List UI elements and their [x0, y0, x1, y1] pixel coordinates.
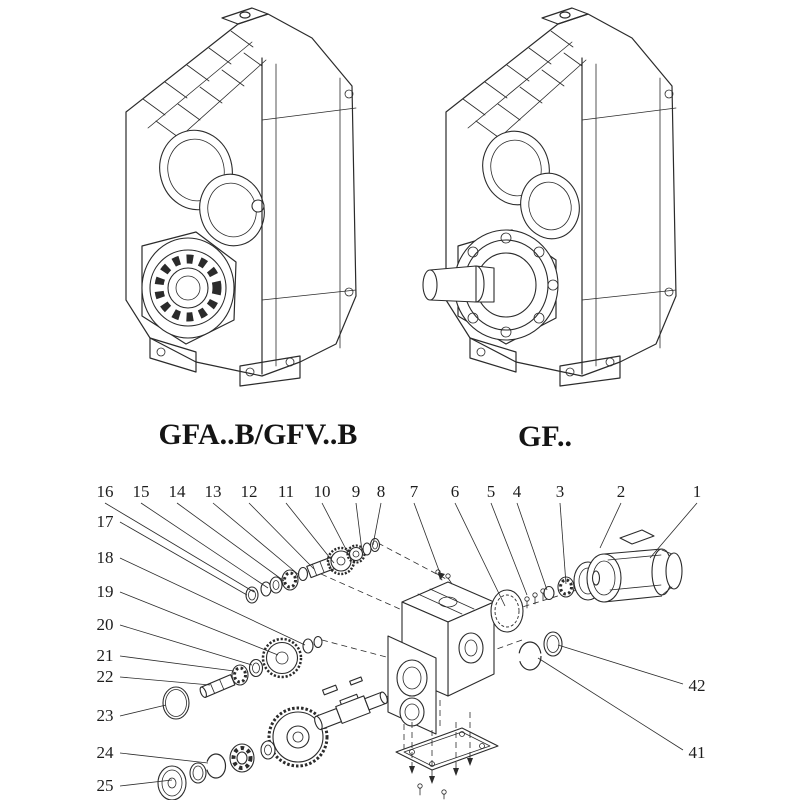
- leader-lines: [104, 502, 698, 787]
- callout-number: 14: [169, 482, 187, 501]
- fan-cover-icon: [665, 552, 683, 590]
- callout-number: 9: [352, 482, 361, 501]
- exploded-view: 16 15 14 13 12 11 10 9 8 7 6 5 4 3 2 1 1…: [97, 482, 706, 800]
- bolt-icon: [417, 783, 423, 789]
- callout-number: 19: [97, 582, 114, 601]
- part-input-shaft-cluster: [245, 537, 381, 604]
- gasket-icon: [490, 589, 524, 633]
- callout-numbers-top: 16 15 14 13 12 11 10 9 8 7 6 5 4 3 2 1: [97, 482, 702, 501]
- callout-number: 13: [205, 482, 222, 501]
- part-motor-cluster: [435, 529, 683, 671]
- bolt-icon: [445, 573, 451, 579]
- part-output-gear: [267, 706, 329, 768]
- callout-number: 41: [689, 743, 706, 762]
- callout-number: 6: [451, 482, 460, 501]
- callout-number: 20: [97, 615, 114, 634]
- part-output-bearing: [229, 743, 255, 773]
- callout-number: 2: [617, 482, 626, 501]
- callout-number: 25: [97, 776, 114, 795]
- callout-number: 8: [377, 482, 386, 501]
- part-output-cluster: [157, 676, 388, 800]
- callout-number: 22: [97, 667, 114, 686]
- right-drawing-bores: [482, 130, 580, 240]
- key-icon: [349, 676, 363, 686]
- part-motor: [586, 529, 683, 603]
- callout-number: 24: [97, 743, 115, 762]
- part-intermediate-gear: [261, 637, 303, 679]
- callout-number: 1: [693, 482, 702, 501]
- callout-number: 4: [513, 482, 522, 501]
- callout-number: 5: [487, 482, 496, 501]
- left-drawing-bores: [159, 129, 265, 247]
- callout-number: 16: [97, 482, 114, 501]
- part-output-shaft: [314, 691, 388, 731]
- callout-numbers-right: 42 41: [689, 676, 706, 762]
- right-drawing-output-shaft: [422, 265, 495, 303]
- gearbox-drawing-gf: [422, 7, 677, 387]
- motor-shaft-icon: [591, 570, 601, 586]
- gearbox-drawing-gfab: [125, 7, 357, 387]
- snap-ring-icon: [205, 753, 227, 779]
- callout-number: 3: [556, 482, 565, 501]
- callout-number: 10: [314, 482, 331, 501]
- callout-number: 15: [133, 482, 150, 501]
- key-icon: [322, 684, 338, 696]
- callout-number: 18: [97, 548, 114, 567]
- part-intermediate-cluster: [162, 635, 323, 720]
- model-label-right: GF..: [518, 420, 572, 453]
- part-motor-bearing: [557, 576, 575, 598]
- callout-number: 21: [97, 646, 114, 665]
- part-end-cover: [157, 765, 187, 800]
- callout-number: 17: [97, 512, 115, 531]
- callout-number: 42: [689, 676, 706, 695]
- callout-numbers-left: 17 18 19 20 21 22 23 24 25: [97, 512, 115, 795]
- snap-ring-icon: [518, 641, 542, 671]
- callout-number: 7: [410, 482, 419, 501]
- bolt-icon: [441, 789, 447, 795]
- part-housing: [387, 581, 495, 735]
- part-intermediate-shaft: [199, 674, 236, 698]
- callout-number: 23: [97, 706, 114, 725]
- left-drawing-bearing: [141, 231, 237, 345]
- oring-icon: [162, 686, 190, 720]
- model-label-left: GFA..B/GFV..B: [159, 418, 358, 451]
- callout-number: 11: [278, 482, 294, 501]
- part-bottom-plate: [395, 712, 499, 800]
- callout-number: 12: [241, 482, 258, 501]
- seal-icon: [189, 762, 207, 784]
